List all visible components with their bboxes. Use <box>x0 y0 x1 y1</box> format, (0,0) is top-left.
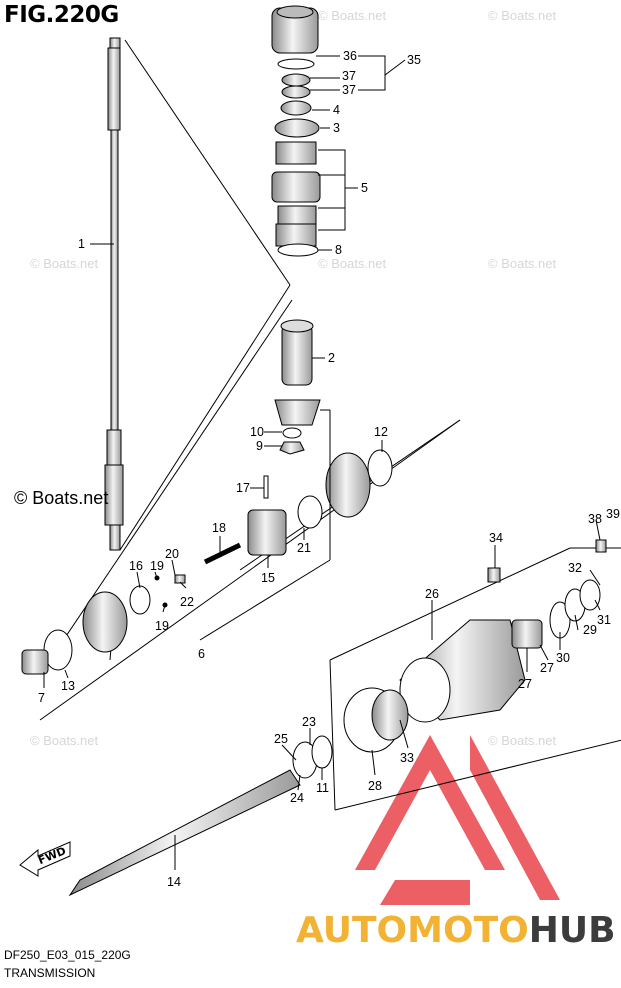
callout-37: 37 <box>342 69 356 83</box>
callout-24: 24 <box>290 791 304 805</box>
callout-29a: 29 <box>583 623 597 637</box>
leader-lines <box>43 55 601 870</box>
callout-17: 17 <box>236 481 250 495</box>
faint-watermark: © Boats.net <box>30 733 99 748</box>
callout-7: 7 <box>38 691 45 705</box>
callout-14: 14 <box>167 875 181 889</box>
callout-9: 9 <box>256 439 263 453</box>
callout-36: 36 <box>343 49 357 63</box>
callout-35: 35 <box>407 53 421 67</box>
callout-34: 34 <box>489 531 503 545</box>
callout-labels: 36 35 37 37 4 3 5 8 1 2 10 9 12 17 18 20… <box>38 49 620 889</box>
callout-21: 21 <box>297 541 311 555</box>
figure-code: DF250_E03_015_220G <box>4 948 131 962</box>
callout-6: 6 <box>198 647 205 661</box>
brand-wordmark: AUTOMOTOHUB <box>296 910 616 951</box>
callout-3: 3 <box>333 121 340 135</box>
callout-19: 19 <box>150 559 164 573</box>
callout-32: 32 <box>568 561 582 575</box>
callout-15: 15 <box>261 571 275 585</box>
upper-bearing-stack <box>271 5 321 257</box>
faint-watermark: © Boats.net <box>30 256 99 271</box>
faint-watermarks: © Boats.net © Boats.net © Boats.net © Bo… <box>30 8 557 748</box>
figure-name: TRANSMISSION <box>4 966 96 980</box>
callout-23: 23 <box>302 715 316 729</box>
boats-watermark: © Boats.net <box>14 488 109 508</box>
callout-20: 20 <box>165 547 179 561</box>
callout-22: 22 <box>180 595 194 609</box>
callout-11: 11 <box>316 781 329 795</box>
brand-part2: HUB <box>528 910 616 951</box>
callout-13: 13 <box>61 679 75 693</box>
callout-27a: 27 <box>540 661 554 675</box>
figure-title: FIG.220G <box>4 2 119 28</box>
fwd-arrow-icon: FWD <box>19 841 71 877</box>
callout-28: 28 <box>368 779 382 793</box>
faint-watermark: © Boats.net <box>488 8 557 23</box>
callout-12: 12 <box>374 425 388 439</box>
callout-25: 25 <box>274 732 288 746</box>
bearing-housing <box>343 539 607 753</box>
callout-1: 1 <box>78 237 85 251</box>
callout-38: 38 <box>588 512 602 526</box>
callout-31: 31 <box>597 613 611 627</box>
callout-37b: 37 <box>342 83 356 97</box>
callout-10: 10 <box>250 425 264 439</box>
pinion-sleeve <box>274 319 321 455</box>
faint-watermark: © Boats.net <box>318 256 387 271</box>
callout-33: 33 <box>400 751 414 765</box>
callout-27b: 27 <box>518 677 532 691</box>
gear-assembly <box>21 449 393 675</box>
callout-39: 39 <box>606 507 620 521</box>
brand-logo-icon <box>355 735 560 905</box>
callout-30: 30 <box>556 651 570 665</box>
callout-5: 5 <box>361 181 368 195</box>
callout-4: 4 <box>333 103 340 117</box>
callout-26: 26 <box>425 587 439 601</box>
faint-watermark: © Boats.net <box>488 733 557 748</box>
callout-8: 8 <box>335 243 342 257</box>
faint-watermark: © Boats.net <box>488 256 557 271</box>
brand-part1: AUTOMOTO <box>296 910 529 951</box>
callout-2: 2 <box>328 351 335 365</box>
callout-19b: 19 <box>155 619 169 633</box>
callout-16: 16 <box>129 559 143 573</box>
callout-18: 18 <box>212 521 226 535</box>
drive-shaft <box>104 37 124 551</box>
propeller-shaft <box>68 735 333 897</box>
faint-watermark: © Boats.net <box>318 8 387 23</box>
